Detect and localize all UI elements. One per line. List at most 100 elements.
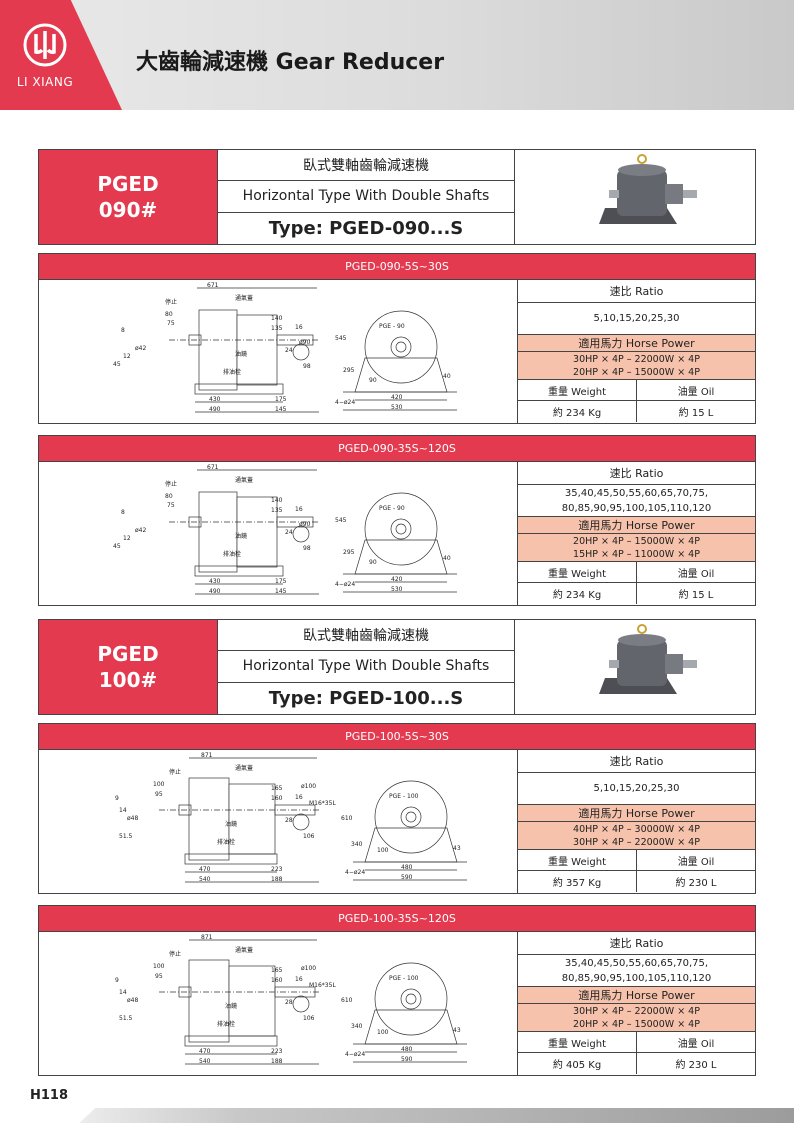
dimension-drawing: 871 停止 通氣蓋 100 95 165 160 ø100 油鏡 排油栓 9 … bbox=[39, 932, 517, 1075]
dim-holes: 4−ø24 bbox=[335, 581, 355, 588]
type-label: Type: PGED-100...S bbox=[268, 687, 464, 709]
dim-t140: 140 bbox=[271, 497, 283, 504]
hp-line2: 20HP × 4P – 15000W × 4P bbox=[573, 366, 700, 378]
dim-b490: 540 bbox=[199, 876, 211, 883]
dim-d98: 106 bbox=[303, 1015, 315, 1022]
dim-h295: 295 bbox=[343, 367, 355, 374]
weight-value: 約 234 Kg bbox=[518, 401, 637, 422]
dim-t80: 80 bbox=[165, 311, 173, 318]
dim-h40: 43 bbox=[453, 845, 461, 852]
hp-line1: 30HP × 4P – 22000W × 4P bbox=[573, 353, 700, 365]
front-text: PGE - 90 bbox=[379, 505, 405, 512]
dim-b430: 470 bbox=[199, 866, 211, 873]
dim-b175: 175 bbox=[275, 578, 287, 585]
ratio-label: 速比 Ratio bbox=[518, 750, 755, 773]
dim-h295: 340 bbox=[351, 841, 363, 848]
dim-h40: 43 bbox=[453, 1027, 461, 1034]
lixiang-logo-icon bbox=[23, 23, 67, 67]
oil-value: 約 15 L bbox=[678, 590, 714, 601]
label-oil: 油鏡 bbox=[235, 350, 247, 358]
oil-value: 約 230 L bbox=[675, 878, 717, 889]
ratio-line1: 35,40,45,50,55,60,65,70,75, bbox=[564, 487, 709, 499]
hp-label: 適用馬力 Horse Power bbox=[518, 335, 755, 352]
dim-d42: ø42 bbox=[135, 345, 146, 352]
dim-d12: 12 bbox=[123, 353, 131, 360]
weight-value: 約 357 Kg bbox=[518, 871, 637, 892]
dim-t140: 140 bbox=[271, 315, 283, 322]
dim-phi90: ø100 bbox=[301, 783, 316, 790]
ratio-values: 35,40,45,50,55,60,65,70,75,80,85,90,95,1… bbox=[518, 955, 755, 987]
oil-value: 約 230 L bbox=[675, 1060, 717, 1071]
dim-r90: 90 bbox=[369, 559, 377, 566]
dim-b175: 223 bbox=[271, 1048, 283, 1055]
type-label: Type: PGED-090...S bbox=[268, 217, 464, 239]
dim-b530: 590 bbox=[401, 1056, 413, 1063]
dim-b420: 480 bbox=[401, 1046, 413, 1053]
dim-r90: 100 bbox=[377, 1029, 389, 1036]
dim-d98: 106 bbox=[303, 833, 315, 840]
dim-d45: 45 bbox=[113, 361, 121, 368]
model-name: PGED 090# bbox=[39, 150, 217, 244]
dim-d8: 9 bbox=[115, 795, 119, 802]
dim-h545: 545 bbox=[335, 335, 347, 342]
ratio-line1: 5,10,15,20,25,30 bbox=[593, 783, 680, 794]
dim-b175: 175 bbox=[275, 396, 287, 403]
model-titles: 臥式雙軸齒輪減速機 Horizontal Type With Double Sh… bbox=[217, 620, 515, 714]
dim-d45: 51.5 bbox=[119, 833, 133, 840]
dim-d45: 51.5 bbox=[119, 1015, 133, 1022]
label-oil: 油鏡 bbox=[235, 532, 247, 540]
dim-holes: 4−ø24 bbox=[335, 399, 355, 406]
dim-top: 871 bbox=[201, 934, 213, 941]
label-drain: 排油栓 bbox=[223, 550, 241, 558]
weight-value: 約 405 Kg bbox=[518, 1053, 637, 1074]
spec-table: 速比 Ratio 35,40,45,50,55,60,65,70,75,80,8… bbox=[517, 932, 755, 1075]
dim-holes: 4−ø24 bbox=[345, 869, 365, 876]
spec-bar: PGED-100-35S~120S bbox=[39, 906, 755, 932]
label-stop: 停止 bbox=[169, 950, 181, 958]
dim-b490: 540 bbox=[199, 1058, 211, 1065]
label-oil: 油鏡 bbox=[225, 1002, 237, 1010]
dim-d24: 28 bbox=[285, 999, 293, 1006]
hp-line2: 15HP × 4P – 11000W × 4P bbox=[573, 548, 700, 560]
dim-b530: 530 bbox=[391, 586, 403, 593]
dim-d42: ø48 bbox=[127, 997, 138, 1004]
title-cn: 臥式雙軸齒輪減速機 bbox=[218, 150, 514, 182]
gear-reducer-image bbox=[517, 620, 755, 714]
dimension-drawing: 671 停止 通氣蓋 80 75 140 135 ø90 油鏡 排油栓 8 ø4… bbox=[39, 280, 517, 423]
oil-label: 油量 Oil bbox=[677, 856, 715, 868]
model-name-line1: PGED bbox=[97, 642, 159, 666]
dim-h545: 610 bbox=[341, 815, 353, 822]
dim-t75: 95 bbox=[155, 973, 163, 980]
weight-oil-values: 約 357 Kg 約 230 L bbox=[518, 871, 755, 892]
dim-h545: 545 bbox=[335, 517, 347, 524]
dim-d98: 98 bbox=[303, 545, 311, 552]
dim-d42: ø48 bbox=[127, 815, 138, 822]
dim-b530: 590 bbox=[401, 874, 413, 881]
dim-phi90: ø90 bbox=[299, 339, 310, 346]
dim-d16: 16 bbox=[295, 794, 303, 801]
spec-100-5s-30s: PGED-100-5S~30S 871 停止 通氣蓋 100 95 165 16… bbox=[38, 723, 756, 894]
hp-line1: 30HP × 4P – 22000W × 4P bbox=[573, 1005, 700, 1017]
dim-d12: 12 bbox=[123, 535, 131, 542]
weight-label: 重量 Weight bbox=[518, 562, 637, 582]
hp-values: 40HP × 4P – 30000W × 4P 30HP × 4P – 2200… bbox=[518, 822, 755, 850]
label-drain: 排油栓 bbox=[217, 1020, 235, 1028]
dim-b145: 188 bbox=[271, 876, 283, 883]
ratio-values: 5,10,15,20,25,30 bbox=[518, 303, 755, 335]
dim-phi90: ø90 bbox=[299, 521, 310, 528]
dim-b175: 223 bbox=[271, 866, 283, 873]
dim-t75: 95 bbox=[155, 791, 163, 798]
dim-d16: 16 bbox=[295, 976, 303, 983]
ratio-label: 速比 Ratio bbox=[518, 932, 755, 955]
label-vent: 通氣蓋 bbox=[235, 764, 253, 772]
spec-table: 速比 Ratio 5,10,15,20,25,30 適用馬力 Horse Pow… bbox=[517, 280, 755, 423]
hp-label: 適用馬力 Horse Power bbox=[518, 517, 755, 534]
dim-b145: 145 bbox=[275, 406, 287, 413]
dim-d45: 45 bbox=[113, 543, 121, 550]
ratio-line1: 35,40,45,50,55,60,65,70,75, bbox=[564, 957, 709, 969]
label-stop: 停止 bbox=[165, 480, 177, 488]
dim-b490: 490 bbox=[209, 406, 221, 413]
label-stop: 停止 bbox=[169, 768, 181, 776]
hp-line2: 20HP × 4P – 15000W × 4P bbox=[573, 1018, 700, 1030]
weight-oil-values: 約 234 Kg 約 15 L bbox=[518, 401, 755, 422]
